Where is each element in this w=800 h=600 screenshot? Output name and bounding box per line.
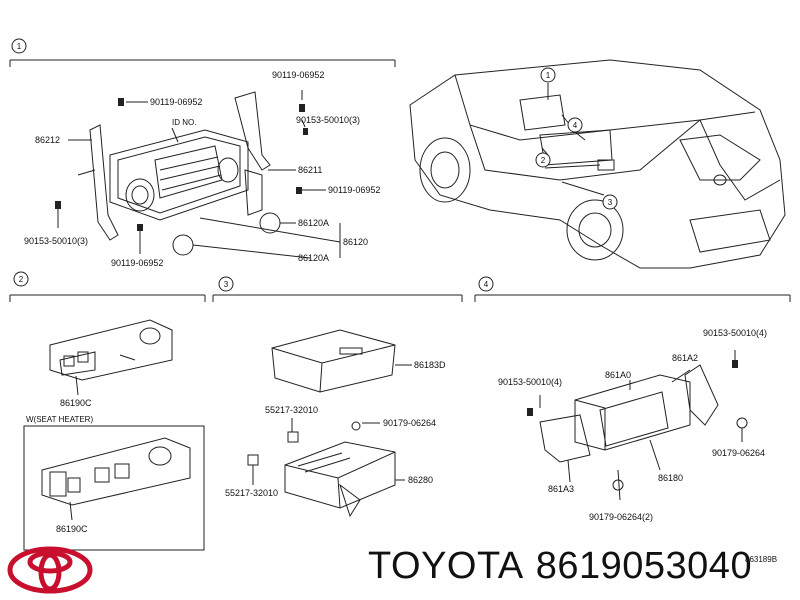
car-badge-4 [567, 117, 583, 133]
car-number-3: 3 [608, 198, 613, 207]
section-4 [474, 294, 791, 501]
part-number: 8619053040 [535, 545, 753, 587]
label-seat-heater-note: W(SEAT HEATER) [26, 415, 93, 424]
section-3 [212, 294, 463, 518]
label-55217-bottom: 55217-32010 [225, 488, 278, 498]
label-86180: 86180 [658, 473, 683, 483]
section-3-number: 3 [224, 280, 229, 289]
car-badge-2 [535, 152, 551, 168]
label-86120A-top: 86120A [298, 218, 329, 228]
label-861A2: 861A2 [672, 353, 698, 363]
toyota-logo-icon [7, 546, 93, 594]
label-86190C-bottom: 86190C [56, 524, 88, 534]
brand-name: TOYOTA [368, 545, 524, 587]
label-bolt-d: 90119-06952 [328, 185, 380, 195]
label-86211: 86211 [298, 165, 322, 175]
label-90179-bottom: 90179-06264(2) [589, 512, 653, 522]
label-861A3: 861A3 [548, 484, 574, 494]
label-861A0: 861A0 [605, 370, 631, 380]
section-1 [9, 59, 396, 259]
car-badge-3 [602, 194, 618, 210]
label-90153-left: 90153-50010(4) [498, 377, 562, 387]
label-90153-right: 90153-50010(4) [703, 328, 767, 338]
section-1-number: 1 [17, 42, 22, 51]
label-bolt-e: 90119-06952 [111, 258, 163, 268]
car-number-2: 2 [541, 156, 546, 165]
label-86120: 86120 [343, 237, 368, 247]
label-90179-right: 90179-06264 [712, 448, 765, 458]
car-badge-1 [540, 67, 556, 83]
label-bolt-a: 90119-06952 [150, 97, 202, 107]
car-number-1: 1 [546, 71, 551, 80]
label-86280: 86280 [408, 475, 433, 485]
label-id-no: ID NO. [172, 118, 196, 127]
section-4-number: 4 [484, 280, 489, 289]
section-3-badge [218, 276, 234, 292]
label-bolt-c: 90153-50010(3) [296, 115, 360, 125]
label-86183D: 86183D [414, 360, 446, 370]
car-number-4: 4 [573, 121, 578, 130]
label-bolt-b: 90119-06952 [272, 70, 324, 80]
section-2 [9, 294, 206, 551]
label-bolt-f: 90153-50010(3) [24, 236, 88, 246]
section-4-badge [478, 276, 494, 292]
section-2-badge [13, 271, 29, 287]
label-90179: 90179-06264 [383, 418, 436, 428]
label-86190C-top: 86190C [60, 398, 92, 408]
section-2-number: 2 [19, 275, 24, 284]
diagram-code: 863189B [745, 555, 777, 564]
section-1-badge [11, 38, 27, 54]
vehicle-illustration [409, 59, 786, 269]
label-55217-top: 55217-32010 [265, 405, 318, 415]
brand-line: TOYOTA 8619053040 [368, 545, 764, 588]
label-86212: 86212 [35, 135, 60, 145]
label-86120A-bottom: 86120A [298, 253, 329, 263]
